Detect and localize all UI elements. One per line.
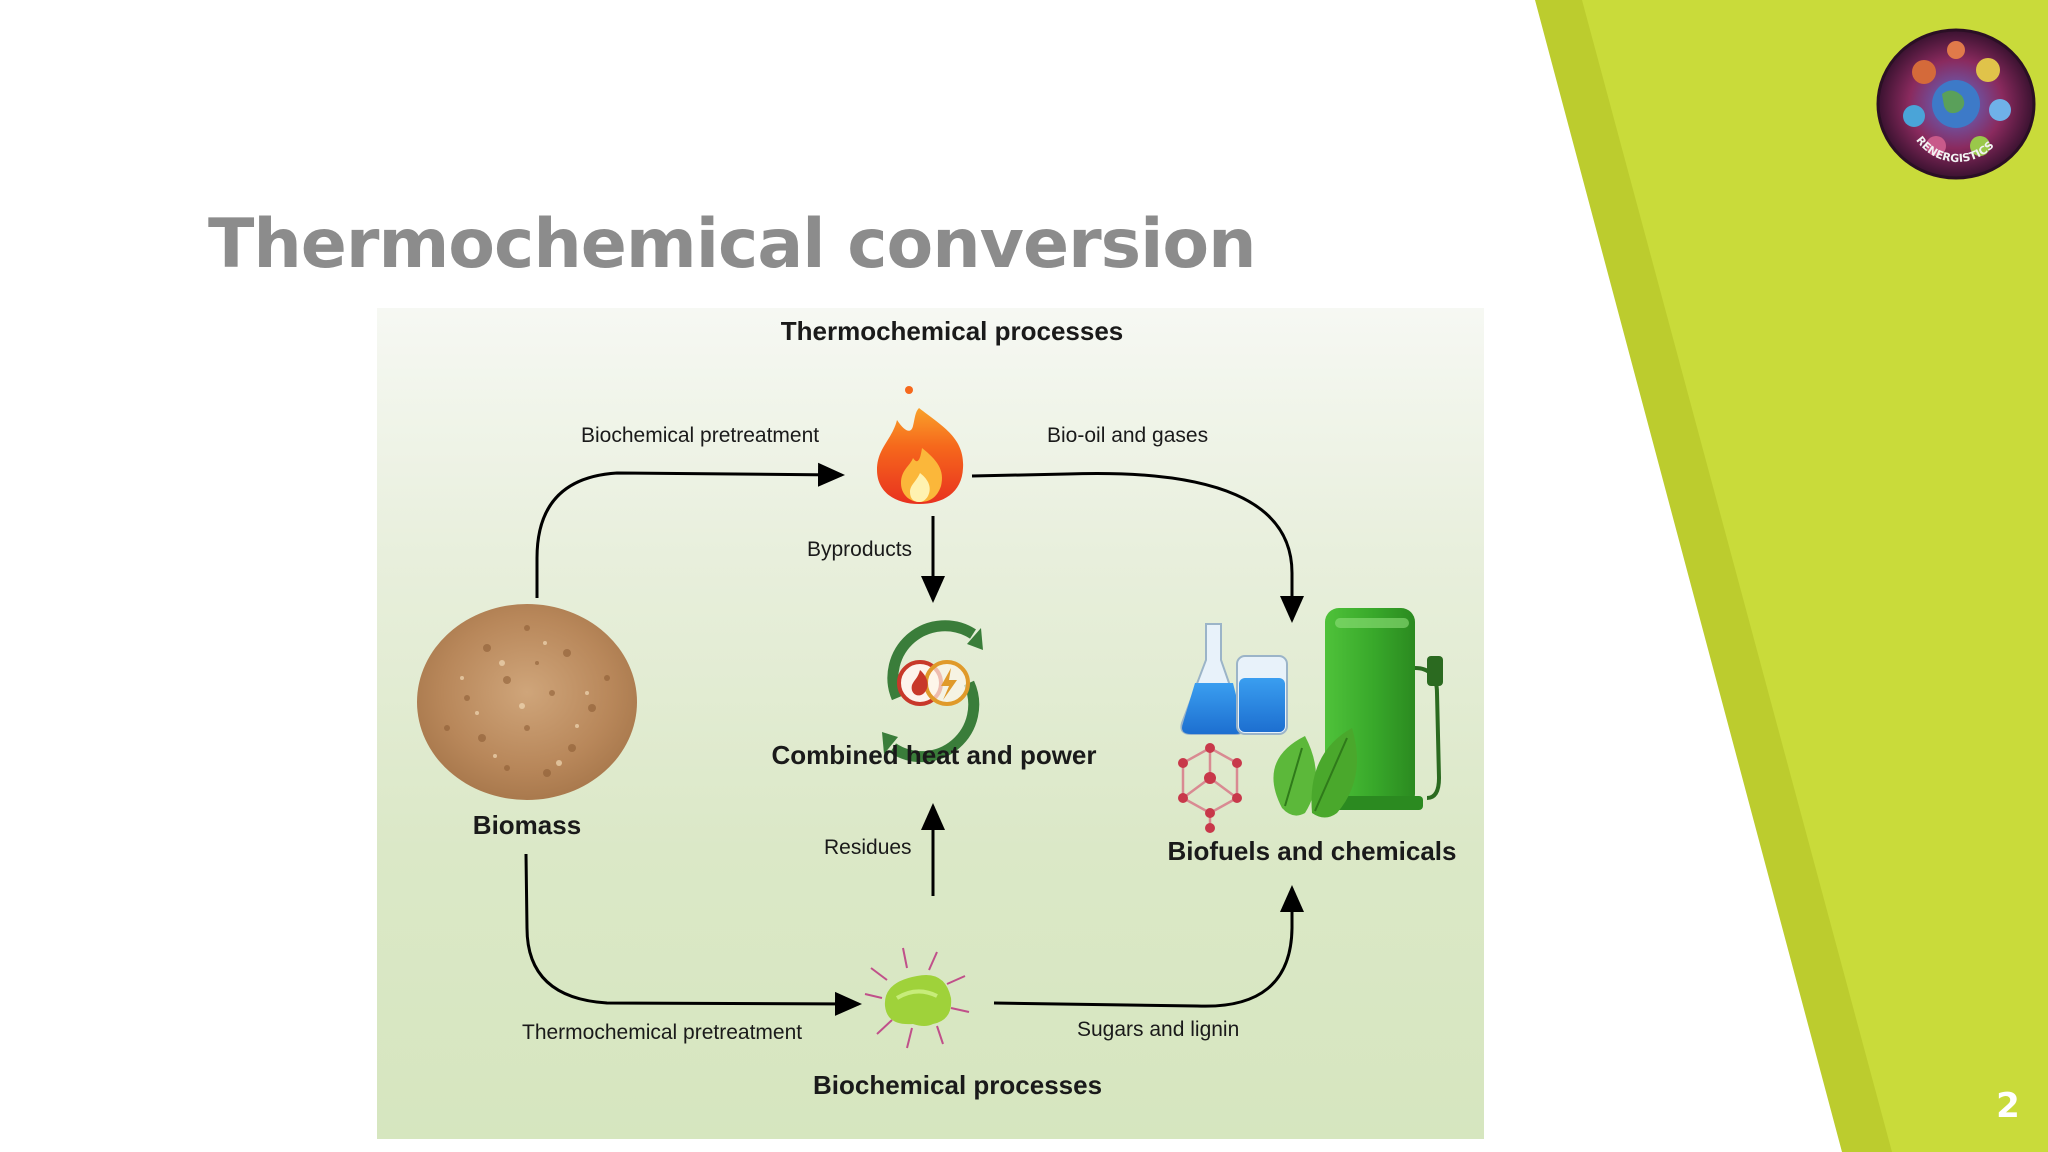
renergistics-logo: RENERGISTICS — [1876, 28, 2036, 180]
edge-label-bio-oil-gases: Bio-oil and gases — [1047, 424, 1209, 447]
biomass-pile-icon — [417, 604, 637, 800]
node-biofuels-chemicals: Biofuels and chemicals — [1167, 836, 1457, 866]
arrow-biomass-to-thermochemical — [535, 462, 845, 598]
page-number: 2 — [1996, 1086, 2020, 1126]
node-thermochemical-processes: Thermochemical processes — [780, 316, 1124, 346]
arrow-thermochemical-to-biofuels — [971, 471, 1304, 623]
edge-label-residues: Residues — [824, 836, 912, 859]
node-biomass: Biomass — [472, 810, 582, 840]
chp-cycle-icon — [882, 620, 983, 763]
molecule-icon — [1178, 743, 1242, 833]
leaves-icon — [1273, 728, 1357, 818]
diagram-graphics — [417, 386, 1443, 1049]
slide-title: Thermochemical conversion — [208, 205, 1257, 284]
node-combined-heat-power: Combined heat and power — [771, 740, 1097, 770]
fire-icon — [877, 386, 964, 504]
arrow-biomass-to-biochemical — [524, 853, 862, 1016]
edge-label-biochemical-pretreatment: Biochemical pretreatment — [581, 424, 820, 447]
edge-label-thermochemical-pretreatment: Thermochemical pretreatment — [522, 1021, 803, 1044]
edge-label-byproducts: Byproducts — [807, 538, 913, 561]
arrow-biochemical-to-biofuels — [993, 885, 1304, 1008]
edge-label-sugars-lignin: Sugars and lignin — [1077, 1018, 1240, 1041]
node-biochemical-processes: Biochemical processes — [813, 1070, 1103, 1100]
accent-band-light — [1582, 0, 2048, 1152]
arrows — [524, 462, 1304, 1016]
process-diagram: Thermochemical processes Combined heat a… — [377, 308, 1484, 1139]
lab-flasks-icon — [1180, 623, 1288, 735]
microbe-icon — [864, 947, 970, 1049]
